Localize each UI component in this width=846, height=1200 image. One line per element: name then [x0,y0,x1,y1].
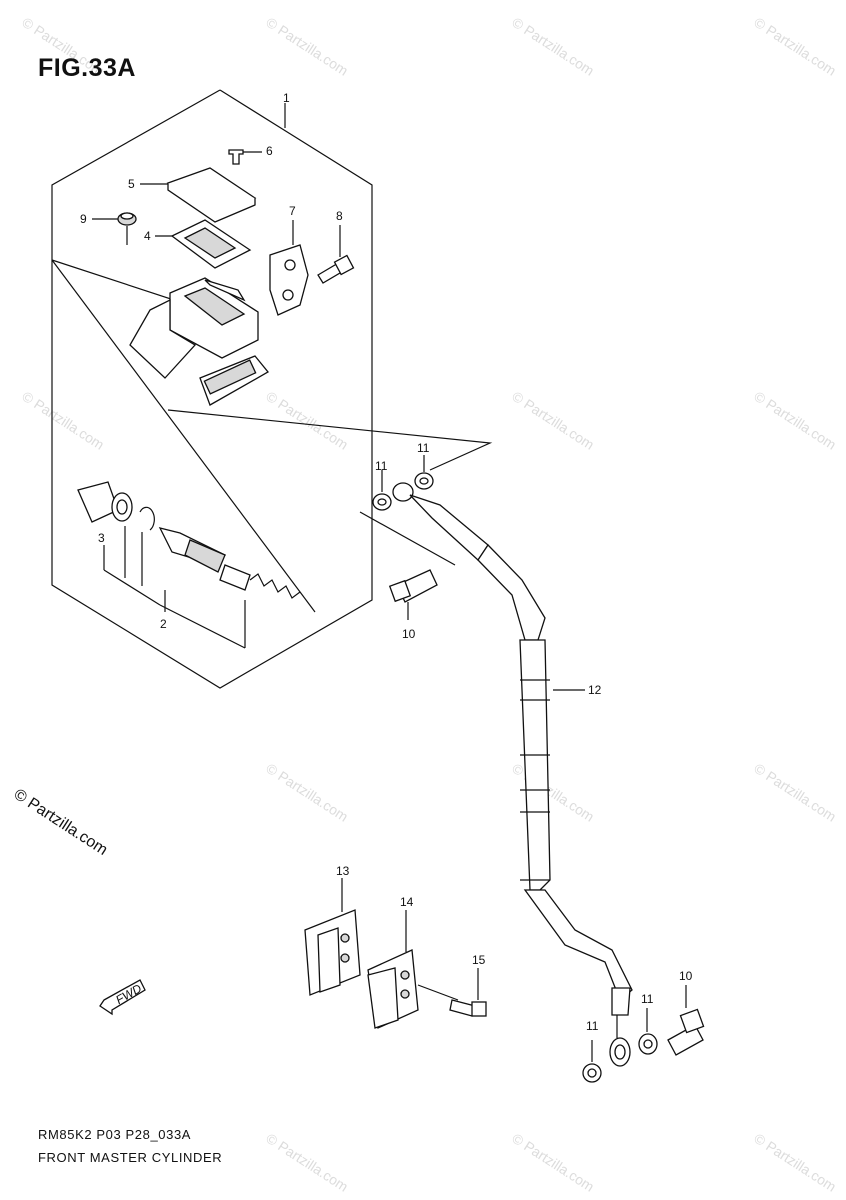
callout-11: 11 [641,992,654,1006]
callout-5: 5 [128,177,135,191]
part-screw[interactable] [228,149,262,165]
part-reservoir-cap[interactable] [140,167,257,223]
forward-arrow-icon: FWD [99,979,146,1016]
part-holder[interactable] [269,220,309,316]
assembly-outline [51,89,493,689]
part-master-cylinder-body[interactable] [129,277,269,406]
part-washer[interactable] [372,470,392,511]
callout-4: 4 [144,229,151,243]
callout-8: 8 [336,209,343,223]
part-brake-hose[interactable] [392,482,633,1067]
callout-3: 3 [98,531,105,545]
part-washer[interactable] [414,455,434,490]
figure-name: FRONT MASTER CYLINDER [38,1150,223,1165]
callout-1: 1 [283,91,290,105]
callout-14: 14 [400,895,414,909]
part-boot[interactable] [92,212,137,245]
part-union-bolt[interactable] [359,511,456,620]
callout-10: 10 [679,969,693,983]
part-bolt[interactable] [317,225,355,284]
callout-15: 15 [472,953,486,967]
part-washer[interactable] [582,1040,602,1083]
callout-10: 10 [402,627,416,641]
callout-11: 11 [586,1019,599,1033]
part-piston-kit[interactable] [77,481,301,649]
callout-13: 13 [336,864,350,878]
part-hose-guide[interactable] [304,878,361,996]
callout-7: 7 [289,204,296,218]
callout-9: 9 [80,212,87,226]
callout-6: 6 [266,144,273,158]
part-diaphragm[interactable] [155,219,252,269]
figure-code: RM85K2 P03 P28_033A [38,1127,192,1142]
callout-11: 11 [375,459,388,473]
part-hose-clamp[interactable] [367,910,459,1029]
callout-labels: 1 2 3 4 5 6 7 8 9 10 10 11 11 11 11 12 1… [80,91,693,1033]
part-union-bolt[interactable] [667,985,705,1056]
callout-2: 2 [160,617,167,631]
part-clamp-bolt[interactable] [449,968,487,1017]
figure-title: FIG.33A [38,54,136,82]
part-washer[interactable] [638,1008,658,1055]
callout-12: 12 [588,683,602,697]
callout-11: 11 [417,441,430,455]
